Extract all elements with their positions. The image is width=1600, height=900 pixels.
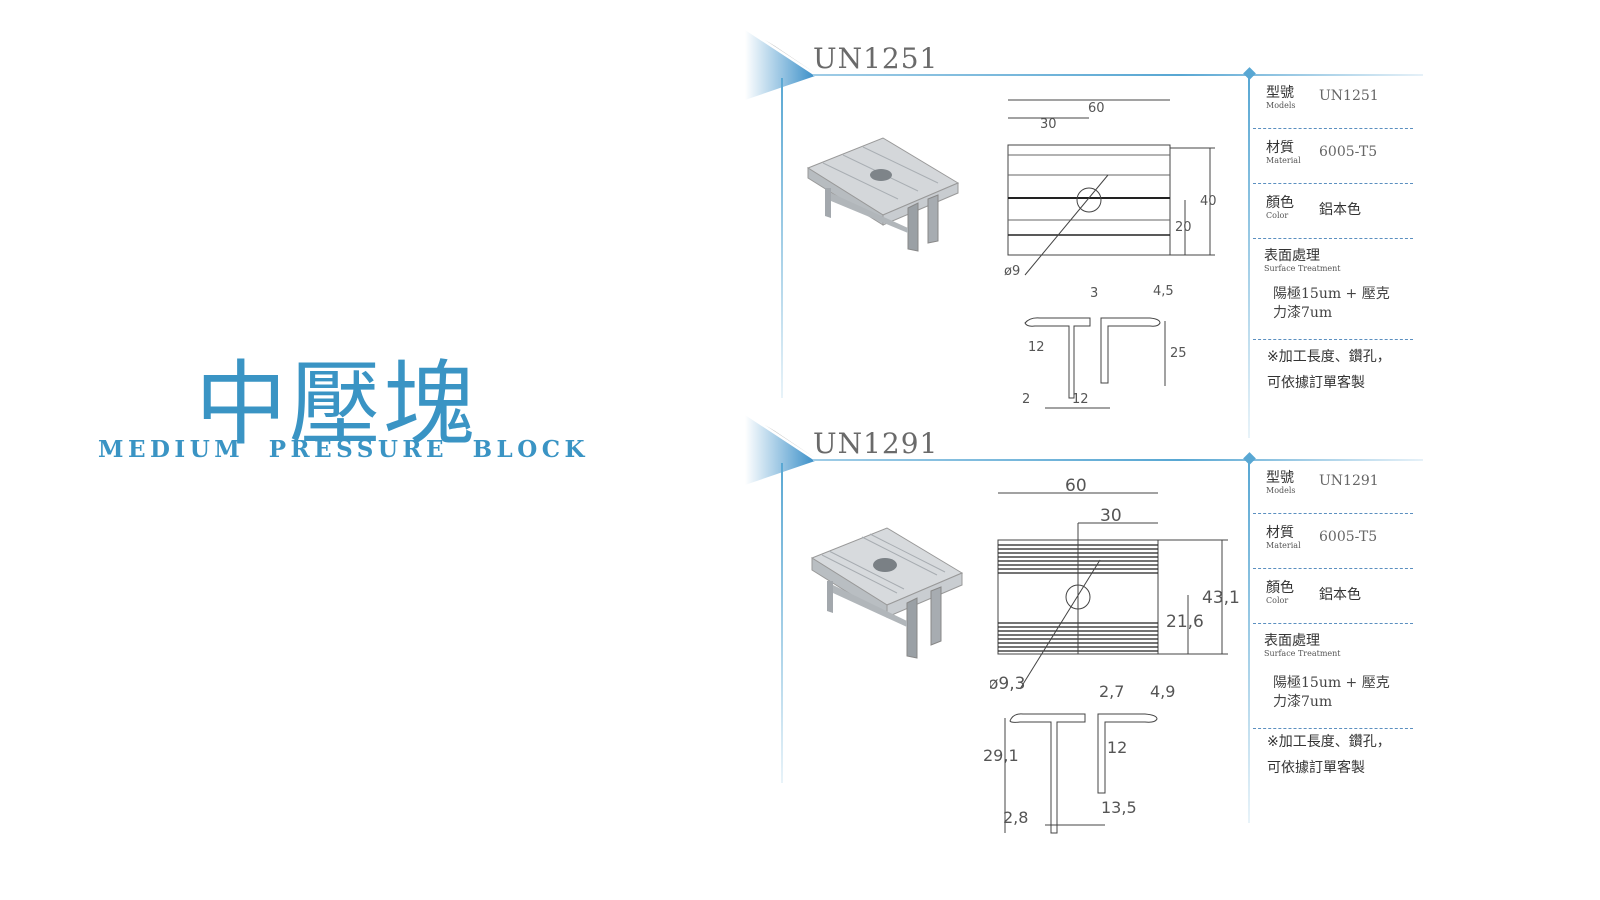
dim-gap: 13,5 bbox=[1101, 798, 1137, 817]
section-corner-graphic bbox=[745, 30, 815, 100]
dim-width: 60 bbox=[1088, 101, 1105, 116]
spec-value: 6005-T5 bbox=[1319, 144, 1378, 160]
spec-value: UN1251 bbox=[1319, 88, 1379, 104]
product-render-3d bbox=[806, 137, 960, 252]
dim-lip: 4,9 bbox=[1150, 683, 1175, 701]
surface-line: 力漆7um bbox=[1273, 305, 1333, 321]
product-un1251: UN1251 60 30 40 20 ø9 bbox=[735, 28, 1425, 438]
left-rule bbox=[781, 78, 783, 398]
spec-label: 型號 bbox=[1266, 85, 1294, 101]
spec-value: UN1291 bbox=[1319, 473, 1379, 489]
top-view-drawing: 60 30 40 20 ø9 bbox=[1004, 99, 1217, 279]
dim-half: 30 bbox=[1100, 506, 1122, 526]
spec-label-en: Material bbox=[1266, 541, 1301, 550]
spec-value: 鋁本色 bbox=[1319, 202, 1361, 218]
dim-half: 30 bbox=[1040, 117, 1057, 132]
spec-label: 表面處理 bbox=[1264, 633, 1320, 649]
spec-label-en: Models bbox=[1266, 486, 1296, 495]
spec-label: 表面處理 bbox=[1264, 248, 1320, 264]
spec-label: 材質 bbox=[1266, 140, 1294, 156]
dim-lip: 4,5 bbox=[1153, 284, 1174, 299]
dim-flange: 12 bbox=[1028, 340, 1045, 355]
dim-slot: 2,7 bbox=[1099, 683, 1124, 701]
product-render-3d bbox=[810, 527, 964, 659]
profile-drawing: 3 4,5 12 25 2 12 bbox=[1022, 284, 1187, 409]
dim-wall: 2,8 bbox=[1003, 808, 1028, 827]
spec-label-en: Color bbox=[1266, 211, 1289, 220]
surface-line: 力漆7um bbox=[1273, 694, 1333, 710]
spec-label: 材質 bbox=[1266, 525, 1294, 541]
surface-line: 陽極15um + 壓克 bbox=[1273, 286, 1390, 302]
header-rule bbox=[813, 459, 1423, 461]
dim-depth: 25 bbox=[1170, 346, 1187, 361]
dim-wall: 2 bbox=[1022, 392, 1030, 407]
dim-width: 60 bbox=[1065, 476, 1087, 496]
right-rule bbox=[1248, 463, 1250, 823]
spec-value: 6005-T5 bbox=[1319, 529, 1378, 545]
note-line: 可依據訂單客製 bbox=[1267, 375, 1365, 391]
note-line: 可依據訂單客製 bbox=[1267, 760, 1365, 776]
page-title-en: MEDIUM PRESSURE BLOCK bbox=[98, 436, 590, 463]
dim-height: 43,1 bbox=[1202, 588, 1240, 608]
dim-hole: ø9 bbox=[1004, 264, 1020, 279]
dim-depth: 29,1 bbox=[983, 746, 1019, 765]
note-line: ※加工長度、鑽孔， bbox=[1267, 734, 1391, 750]
header-rule bbox=[813, 74, 1423, 76]
spec-surface-value: 陽極15um + 壓克 力漆7um bbox=[1253, 285, 1413, 323]
spec-label: 顏色 bbox=[1266, 580, 1294, 596]
dim-half-height: 21,6 bbox=[1166, 612, 1204, 632]
left-rule bbox=[781, 463, 783, 783]
dim-flange: 12 bbox=[1107, 738, 1127, 757]
product-un1291: UN1291 60 30 bbox=[735, 413, 1425, 843]
dim-hole: ø9,3 bbox=[990, 674, 1025, 694]
profile-drawing: 2,7 4,9 12 29,1 2,8 13,5 bbox=[983, 683, 1175, 834]
spec-label-en: Material bbox=[1266, 156, 1301, 165]
spec-label-en: Models bbox=[1266, 101, 1296, 110]
spec-label-en: Surface Treatment bbox=[1264, 264, 1341, 273]
spec-label: 型號 bbox=[1266, 470, 1294, 486]
right-rule bbox=[1248, 78, 1250, 438]
dim-half-height: 20 bbox=[1175, 220, 1192, 235]
model-heading: UN1251 bbox=[813, 42, 939, 75]
section-corner-graphic bbox=[745, 415, 815, 485]
note-line: ※加工長度、鑽孔， bbox=[1267, 349, 1391, 365]
page-title-cn: 中壓塊 bbox=[195, 351, 478, 458]
spec-note: ※加工長度、鑽孔， 可依據訂單客製 bbox=[1253, 340, 1413, 396]
top-view-drawing: 60 30 43,1 21,6 ø9,3 bbox=[990, 476, 1240, 694]
spec-label-en: Color bbox=[1266, 596, 1289, 605]
model-heading: UN1291 bbox=[813, 427, 939, 460]
spec-label: 顏色 bbox=[1266, 195, 1294, 211]
dim-height: 40 bbox=[1200, 194, 1217, 209]
spec-note: ※加工長度、鑽孔， 可依據訂單客製 bbox=[1253, 729, 1413, 781]
spec-label-en: Surface Treatment bbox=[1264, 649, 1341, 658]
dim-slot: 3 bbox=[1090, 286, 1098, 301]
surface-line: 陽極15um + 壓克 bbox=[1273, 675, 1390, 691]
dim-gap: 12 bbox=[1072, 392, 1089, 407]
spec-value: 鋁本色 bbox=[1319, 587, 1361, 603]
spec-surface-value: 陽極15um + 壓克 力漆7um bbox=[1253, 674, 1413, 712]
